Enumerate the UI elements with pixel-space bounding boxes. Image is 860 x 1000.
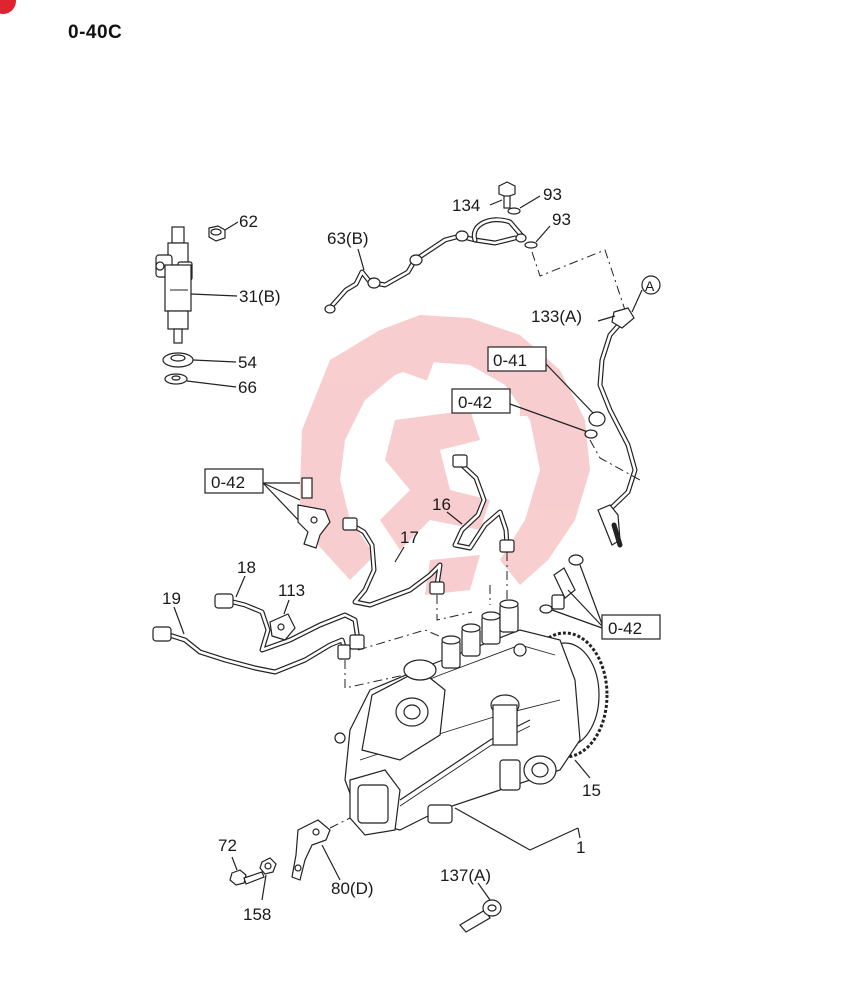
injector-nozzle (155, 226, 193, 344)
delivery-valve-group (539, 554, 584, 614)
injection-pipe-18 (214, 593, 365, 653)
ref-box-0-41 (487, 346, 547, 372)
callout-54: 54 (238, 353, 257, 372)
injection-pipe-19 (152, 626, 351, 675)
bracket-80d (291, 819, 331, 881)
callout-133a: 133(A) (531, 307, 582, 326)
view-marker-a (641, 275, 661, 295)
callout-18: 18 (237, 558, 256, 577)
callout-93-bottom: 93 (552, 210, 571, 229)
ref-0-42-b: 0-42 (211, 473, 245, 492)
fuel-pipe-133a (597, 307, 638, 548)
ref-box-0-42-b (204, 468, 264, 494)
banjo-bolt-137a (459, 899, 502, 933)
ref-box-0-42-c (601, 614, 661, 640)
ref-0-41: 0-41 (493, 351, 527, 370)
washer-93-top (507, 207, 521, 215)
injection-pump-assembly (334, 599, 609, 836)
callout-80d: 80(D) (331, 879, 374, 898)
callout-93-top: 93 (543, 185, 562, 204)
callout-134: 134 (452, 196, 480, 215)
bolt-134 (498, 181, 516, 209)
callout-66: 66 (238, 378, 257, 397)
nut-62 (208, 225, 226, 242)
callout-31b: 31(B) (239, 287, 281, 306)
washer-158 (259, 857, 277, 875)
callout-16: 16 (432, 495, 451, 514)
clamp-113 (269, 613, 296, 641)
callout-63b: 63(B) (327, 229, 369, 248)
washer-66 (164, 373, 188, 385)
washer-93-bottom (524, 241, 538, 249)
page-code: 0-40C (68, 22, 123, 43)
callout-19: 19 (162, 589, 181, 608)
ref-0-42-a: 0-42 (458, 393, 492, 412)
banjo-bolt-ref (588, 411, 606, 427)
callout-62: 62 (239, 212, 258, 231)
callout-137a: 137(A) (440, 866, 491, 885)
callout-72: 72 (218, 836, 237, 855)
callout-113: 113 (278, 581, 305, 600)
ref-0-42-c: 0-42 (608, 619, 642, 638)
callout-15: 15 (582, 781, 601, 800)
callout-a: A (645, 278, 655, 294)
bolt-72 (229, 869, 265, 886)
leak-off-pipe-63b (324, 217, 527, 314)
callout-158: 158 (243, 905, 271, 924)
callout-1: 1 (576, 838, 585, 857)
ref-box-0-42-a (451, 388, 511, 414)
washer-ref (584, 429, 598, 439)
injection-pipe-17 (342, 517, 445, 608)
bracket-ref (297, 477, 331, 549)
washer-54 (162, 352, 194, 368)
callout-17: 17 (400, 528, 419, 547)
